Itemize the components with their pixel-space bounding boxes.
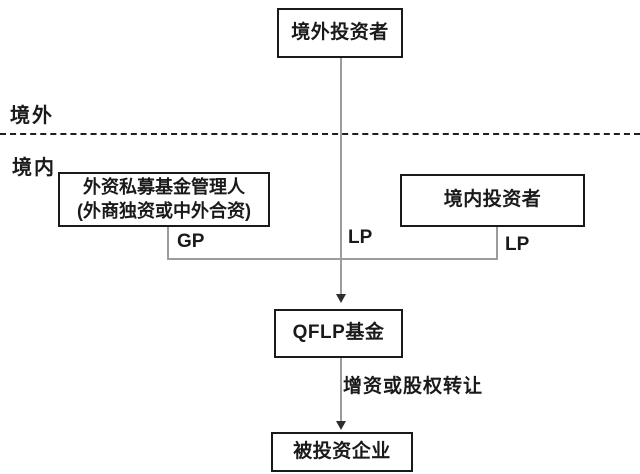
node-investee-company: 被投资企业 — [271, 432, 413, 472]
node-overseas-investor-label: 境外投资者 — [291, 21, 389, 43]
edge-label-lp-center: LP — [348, 227, 373, 248]
connector-fund-manager-gp — [167, 227, 169, 260]
edge-label-lp-right: LP — [505, 234, 530, 255]
region-label-domestic: 境内 — [12, 157, 56, 179]
arrowhead-into-investee — [336, 421, 346, 430]
node-foreign-fund-manager-line2: (外商独资或中外合资) — [77, 200, 251, 221]
node-investee-company-label: 被投资企业 — [293, 440, 391, 462]
node-domestic-investor: 境内投资者 — [400, 174, 585, 227]
arrowhead-into-qflp-fund — [336, 294, 346, 303]
node-overseas-investor: 境外投资者 — [277, 8, 403, 58]
connector-qflp-to-investee — [340, 358, 342, 422]
node-qflp-fund: QFLP基金 — [274, 309, 403, 358]
connector-horizontal-bus — [167, 258, 498, 260]
edge-label-gp: GP — [177, 231, 205, 252]
node-domestic-investor-label: 境内投资者 — [443, 189, 542, 211]
node-foreign-fund-manager-line1: 外资私募基金管理人 — [83, 177, 245, 198]
node-foreign-fund-manager: 外资私募基金管理人 (外商独资或中外合资) — [58, 172, 270, 227]
onshore-offshore-boundary — [0, 133, 640, 135]
node-qflp-fund-label: QFLP基金 — [292, 322, 385, 344]
connector-overseas-investor-to-fund — [340, 58, 342, 295]
region-label-overseas: 境外 — [10, 105, 54, 127]
connector-domestic-investor-lp — [496, 227, 498, 260]
edge-label-capital-transfer: 增资或股权转让 — [343, 376, 484, 397]
